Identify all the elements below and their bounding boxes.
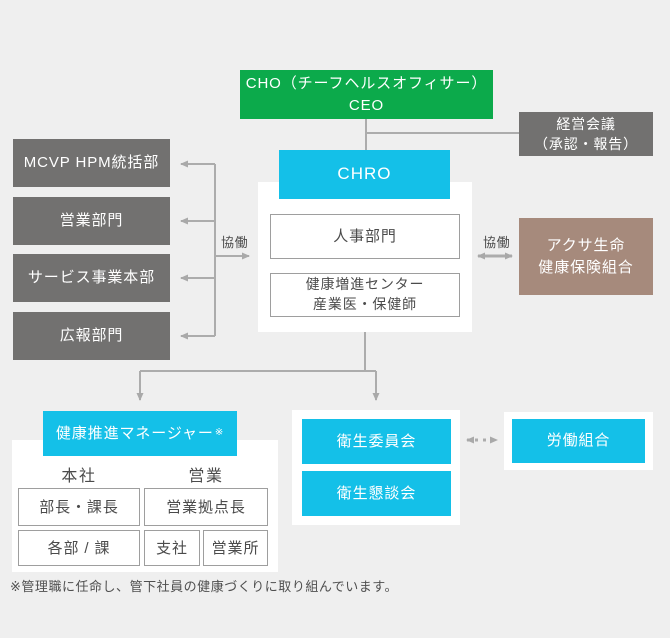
eisei-iinkai-text: 衛生委員会 xyxy=(336,432,417,450)
kyodo-left-text: 協働 xyxy=(221,235,249,250)
keiei-line1: 経営会議 xyxy=(556,115,616,132)
rodo-kumiai-text: 労働組合 xyxy=(546,432,611,450)
header-eigyo: 営業 xyxy=(144,462,268,486)
chro-panel: 人事部門 健康増進センター 産業医・保健師 xyxy=(258,182,472,332)
node-bucho-kacho: 部長・課長 xyxy=(18,488,140,526)
node-service-jigyo-honbu: サービス事業本部 xyxy=(13,254,170,302)
node-eigyo-bumon: 営業部門 xyxy=(13,197,170,245)
eisei-panel: 衛生委員会 衛生懇談会 xyxy=(292,410,460,525)
axa-line1: アクサ生命 xyxy=(546,236,626,254)
jinji-label: 人事部門 xyxy=(333,228,397,245)
node-kakubu-ka: 各部 / 課 xyxy=(18,530,140,566)
node-eisei-iinkai: 衛生委員会 xyxy=(302,419,451,464)
chro-label: CHRO xyxy=(337,164,392,184)
kyodo-label-right: 協働 xyxy=(483,232,510,251)
eisei-kondankai-text: 衛生懇談会 xyxy=(336,484,417,502)
kenko-line2: 産業医・保健師 xyxy=(313,296,417,312)
dept-label: 営業部門 xyxy=(59,212,124,230)
node-mcvp-hpm: MCVP HPM統括部 xyxy=(13,139,170,187)
node-eigyo-kyotencho: 営業拠点長 xyxy=(144,488,268,526)
dept-label: サービス事業本部 xyxy=(27,269,156,287)
kyodo-right-text: 協働 xyxy=(483,235,511,250)
node-eisei-kondankai: 衛生懇談会 xyxy=(302,471,451,516)
kakubu-text: 各部 / 課 xyxy=(47,539,111,557)
node-kenko-center: 健康増進センター 産業医・保健師 xyxy=(270,273,460,317)
footnote: ※管理職に任命し、管下社員の健康づくりに取り組んでいます。 xyxy=(10,576,398,595)
node-kenko-manager: 健康推進マネージャー※ xyxy=(43,411,237,456)
node-eigyosho: 営業所 xyxy=(203,530,268,566)
ceo-line2: CEO xyxy=(348,96,385,114)
node-jinji-bumon: 人事部門 xyxy=(270,214,460,259)
manager-panel: 本社 営業 部長・課長 営業拠点長 各部 / 課 支社 営業所 xyxy=(12,440,278,572)
node-chro: CHRO xyxy=(279,150,450,199)
node-cho-ceo: CHO（チーフヘルスオフィサー） CEO xyxy=(240,70,493,119)
header-honsha: 本社 xyxy=(18,462,140,486)
footnote-text: ※管理職に任命し、管下社員の健康づくりに取り組んでいます。 xyxy=(10,579,399,594)
node-shisha: 支社 xyxy=(144,530,200,566)
eigyosho-text: 営業所 xyxy=(211,539,260,557)
keiei-line2: （承認・報告） xyxy=(534,136,638,152)
node-rodo-kumiai: 労働組合 xyxy=(512,419,645,463)
eigyo-text: 営業 xyxy=(188,468,224,485)
bucho-text: 部長・課長 xyxy=(39,498,119,516)
honsha-text: 本社 xyxy=(61,468,97,485)
manager-note-mark: ※ xyxy=(214,427,225,439)
kyodo-label-left: 協働 xyxy=(221,232,248,251)
rodo-panel: 労働組合 xyxy=(504,412,653,470)
kyotencho-text: 営業拠点長 xyxy=(166,498,246,516)
kenko-line1: 健康増進センター xyxy=(305,276,425,293)
cho-line1: CHO（チーフヘルスオフィサー） xyxy=(245,74,488,92)
manager-label: 健康推進マネージャー xyxy=(55,424,214,442)
axa-line2: 健康保険組合 xyxy=(538,258,634,276)
node-axa-kenpo: アクサ生命 健康保険組合 xyxy=(519,218,653,295)
dept-label: MCVP HPM統括部 xyxy=(23,154,160,172)
node-keiei-kaigi: 経営会議 （承認・報告） xyxy=(519,112,653,156)
node-koho-bumon: 広報部門 xyxy=(13,312,170,360)
dept-label: 広報部門 xyxy=(59,327,124,345)
shisha-text: 支社 xyxy=(156,539,188,557)
